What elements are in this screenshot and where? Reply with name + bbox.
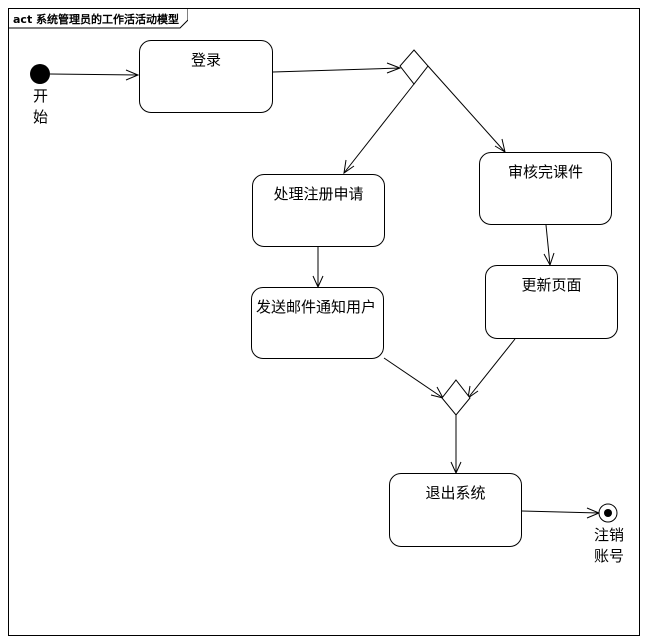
end-label: 注销 账号: [594, 526, 625, 565]
flow-review-update: [545, 224, 551, 266]
decision-node-1: [399, 49, 429, 85]
flow-start-login: [49, 73, 139, 76]
merge-node: [441, 379, 471, 416]
action-process-registration[interactable]: 处理注册申请: [252, 174, 385, 247]
flow-login-decision: [272, 67, 401, 73]
initial-node: [30, 64, 50, 84]
action-review-courseware-label: 审核完课件: [507, 163, 583, 181]
flow-sendmail-merge: [383, 357, 444, 399]
action-process-registration-label: 处理注册申请: [273, 185, 364, 203]
action-update-page-label: 更新页面: [521, 276, 582, 294]
flow-update-merge: [467, 338, 516, 399]
action-review-courseware[interactable]: 审核完课件: [479, 152, 612, 225]
flow-decision-process: [343, 83, 415, 174]
activity-frame: [8, 8, 640, 636]
flow-exit-final: [521, 510, 600, 514]
action-update-page[interactable]: 更新页面: [485, 265, 618, 339]
action-login[interactable]: 登录: [139, 40, 273, 113]
action-login-label: 登录: [190, 51, 221, 69]
action-exit-system-label: 退出系统: [425, 484, 486, 502]
action-send-email-label: 发送邮件通知用户: [256, 298, 377, 316]
action-send-email[interactable]: 发送邮件通知用户: [251, 287, 384, 359]
start-label: 开 始: [33, 87, 49, 126]
frame-title: act 系统管理员的工作活活动模型: [13, 13, 180, 26]
final-node-inner: [604, 509, 612, 517]
action-exit-system[interactable]: 退出系统: [389, 473, 522, 547]
frame-title-tab: [8, 8, 188, 29]
flow-decision-review: [427, 65, 506, 153]
